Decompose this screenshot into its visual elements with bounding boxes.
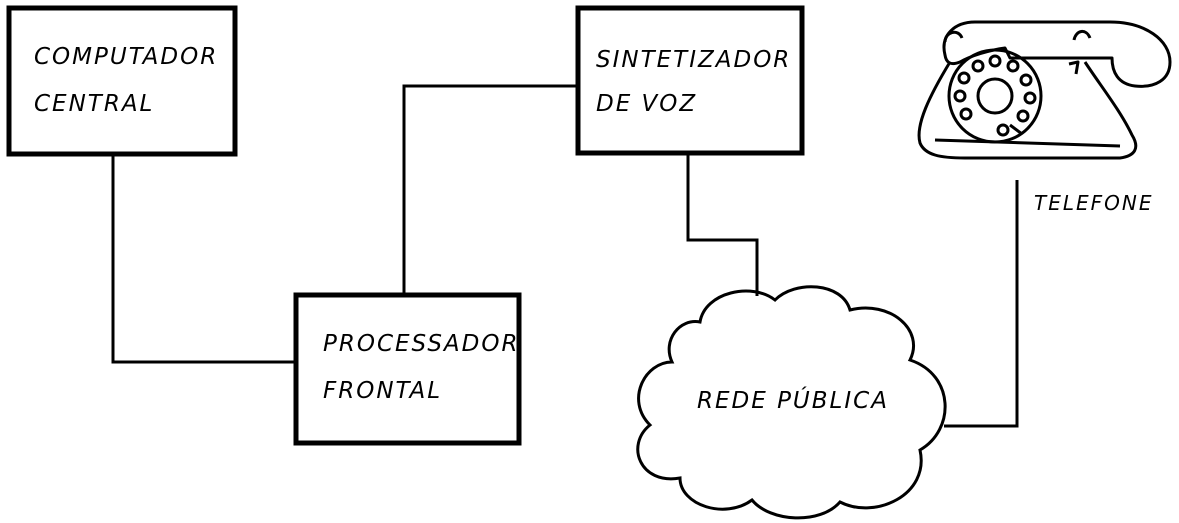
wire-rede-to-telefone xyxy=(944,180,1019,428)
wire-sintetizador-to-rede xyxy=(686,153,759,296)
cloud-icon xyxy=(636,285,947,520)
sintetizador-voz-label-line1: SINTETIZADOR xyxy=(596,47,791,73)
processador-frontal-node: PROCESSADOR FRONTAL xyxy=(293,292,522,446)
processador-frontal-box xyxy=(293,292,522,446)
sintetizador-voz-label-line2: DE VOZ xyxy=(596,91,697,117)
computador-central-box xyxy=(6,5,238,157)
rede-publica-node: REDE PÚBLICA xyxy=(636,285,947,520)
wire-computador-to-processador xyxy=(111,154,297,364)
wire-processador-to-sintetizador xyxy=(402,84,580,296)
processador-frontal-label-line2: FRONTAL xyxy=(323,378,442,404)
computador-central-label-line2: CENTRAL xyxy=(34,91,154,117)
computador-central-node: COMPUTADOR CENTRAL xyxy=(6,5,238,157)
processador-frontal-label-line1: PROCESSADOR xyxy=(323,331,519,357)
rotary-telephone-icon xyxy=(917,20,1172,160)
sintetizador-voz-box xyxy=(575,5,805,156)
computador-central-label-line1: COMPUTADOR xyxy=(34,44,218,70)
telefone-label: TELEFONE xyxy=(1034,191,1153,215)
sintetizador-voz-node: SINTETIZADOR DE VOZ xyxy=(575,5,805,156)
connection-lines xyxy=(111,84,1019,428)
rede-publica-label: REDE PÚBLICA xyxy=(697,386,889,414)
telefone-node: TELEFONE xyxy=(917,20,1172,215)
